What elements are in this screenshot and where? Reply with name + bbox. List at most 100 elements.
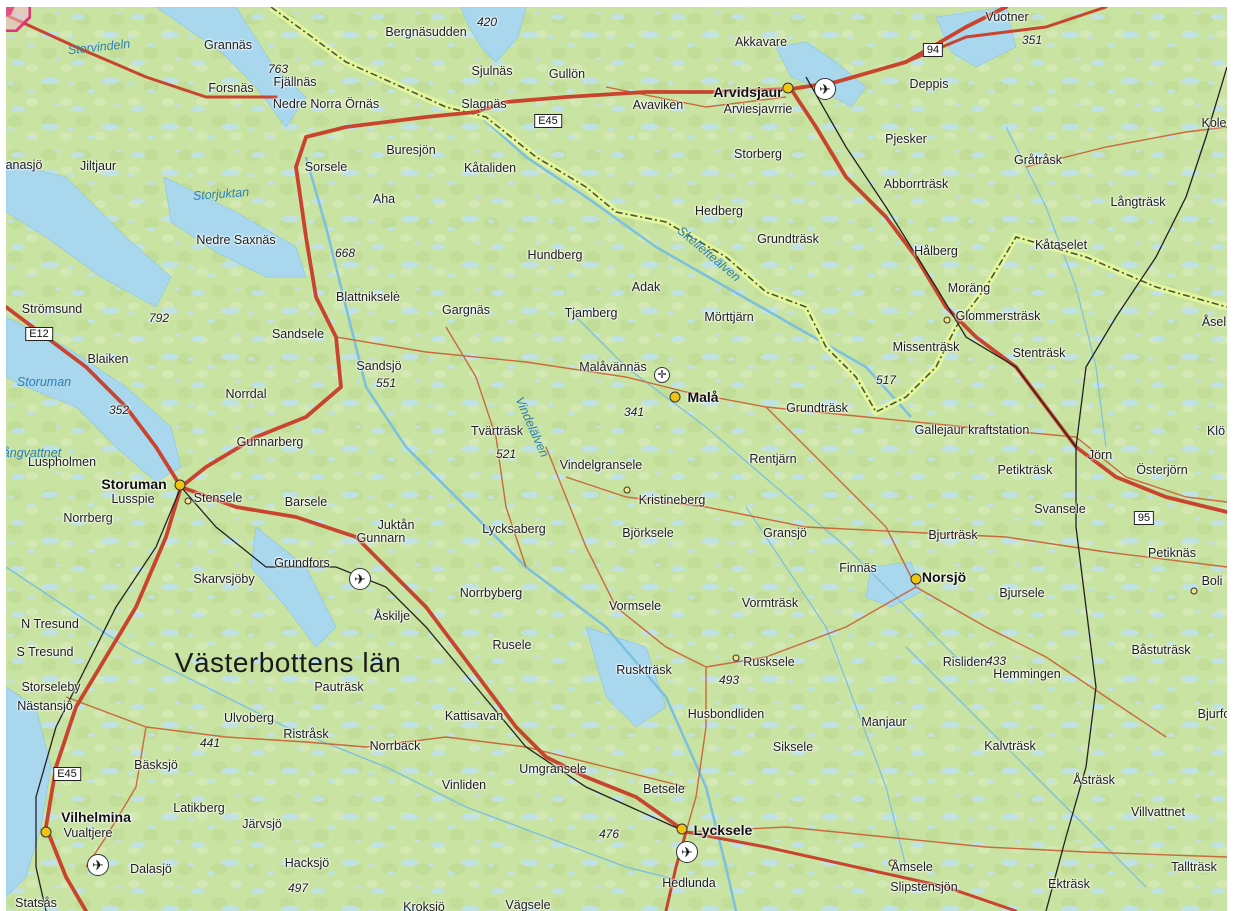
place-label[interactable]: Barsele <box>284 495 328 509</box>
place-label[interactable]: Akkavare <box>734 35 788 49</box>
town-label[interactable]: Storuman <box>101 476 167 492</box>
airport-icon[interactable]: ✈ <box>676 841 698 863</box>
place-label[interactable]: Kristineberg <box>638 493 706 507</box>
place-label[interactable]: S Tresund <box>16 645 74 659</box>
place-label[interactable]: Gransjö <box>763 526 807 540</box>
place-label[interactable]: Gargnäs <box>442 303 490 317</box>
place-label[interactable]: Bergnäsudden <box>385 25 467 39</box>
place-label[interactable]: Manjaur <box>861 715 907 729</box>
place-label[interactable]: Tallträsk <box>1171 860 1217 874</box>
place-label[interactable]: Blaiken <box>87 352 129 366</box>
place-label[interactable]: Storberg <box>734 147 782 161</box>
airport-icon[interactable]: ✈ <box>349 568 371 590</box>
place-label[interactable]: Vägsele <box>505 898 551 911</box>
place-label[interactable]: Björksele <box>622 526 674 540</box>
place-label[interactable]: Jiltjaur <box>79 159 117 173</box>
place-label[interactable]: Kattisavan <box>444 709 504 723</box>
place-label[interactable]: Klö <box>1206 424 1226 438</box>
place-label[interactable]: Hemmingen <box>993 667 1061 681</box>
place-label[interactable]: Åsträsk <box>1073 773 1115 787</box>
place-label[interactable]: Grundträsk <box>757 232 819 246</box>
place-label[interactable]: Luspholmen <box>27 455 97 469</box>
town-label[interactable]: Arvidsjaur <box>713 84 783 100</box>
place-label[interactable]: Rusksele <box>743 655 795 669</box>
place-label[interactable]: Stensele <box>193 491 243 505</box>
place-label[interactable]: Tjamberg <box>564 306 618 320</box>
place-label[interactable]: Norrberg <box>63 511 113 525</box>
place-label[interactable]: Norrdal <box>225 387 267 401</box>
place-label[interactable]: Ekträsk <box>1048 877 1090 891</box>
place-label[interactable]: Storseleby <box>21 680 81 694</box>
place-label[interactable]: Stenträsk <box>1012 346 1066 360</box>
place-label[interactable]: Gallejaur kraftstation <box>914 423 1030 437</box>
place-label[interactable]: anasjö <box>6 158 43 172</box>
place-label[interactable]: Juktån <box>377 518 415 532</box>
airfield-icon[interactable]: ✛ <box>654 367 670 383</box>
place-label[interactable]: Finnäs <box>839 561 877 575</box>
place-label[interactable]: Bjurträsk <box>928 528 978 542</box>
airport-icon[interactable]: ✈ <box>87 854 109 876</box>
place-label[interactable]: Sandsele <box>271 327 325 341</box>
place-label[interactable]: Ruskträsk <box>616 663 672 677</box>
place-label[interactable]: Åskilje <box>373 609 411 623</box>
place-label[interactable]: Fjällnäs <box>273 75 317 89</box>
place-label[interactable]: Båstuträsk <box>1131 643 1191 657</box>
place-label[interactable]: Vinliden <box>441 778 487 792</box>
place-label[interactable]: Rusele <box>492 638 532 652</box>
place-label[interactable]: Grannäs <box>204 38 252 52</box>
place-label[interactable]: Petiknäs <box>1148 546 1196 560</box>
place-label[interactable]: Adak <box>631 280 661 294</box>
place-label[interactable]: Bjursele <box>999 586 1045 600</box>
place-label[interactable]: Dalasjö <box>130 862 172 876</box>
place-label[interactable]: Vualtjere <box>63 826 113 840</box>
place-label[interactable]: Sandsjö <box>356 359 402 373</box>
place-label[interactable]: Glommersträsk <box>955 309 1041 323</box>
airport-icon[interactable]: ✈ <box>814 78 836 100</box>
place-label[interactable]: Nedre Saxnäs <box>196 233 276 247</box>
place-label[interactable]: Statsås <box>15 896 57 910</box>
place-label[interactable]: Vormsele <box>608 599 662 613</box>
place-label[interactable]: Svansele <box>1034 502 1086 516</box>
place-label[interactable]: Umgransele <box>519 762 587 776</box>
place-label[interactable]: Norrbyberg <box>459 586 523 600</box>
place-label[interactable]: Kroksjö <box>403 900 445 911</box>
place-label[interactable]: Vormträsk <box>741 596 799 610</box>
place-label[interactable]: Abborrträsk <box>883 177 949 191</box>
place-label[interactable]: Rentjärn <box>749 452 797 466</box>
place-label[interactable]: Aha <box>372 192 396 206</box>
place-label[interactable]: Nedre Norra Örnäs <box>272 97 380 111</box>
place-label[interactable]: Bjurfo <box>1197 707 1227 721</box>
place-label[interactable]: Vindelgransele <box>559 458 643 472</box>
place-label[interactable]: Villvattnet <box>1131 805 1185 819</box>
town-label[interactable]: Lycksele <box>693 822 753 838</box>
place-label[interactable]: Hundberg <box>527 248 583 262</box>
place-label[interactable]: Skarvsjöby <box>193 572 255 586</box>
place-label[interactable]: Siksele <box>772 740 814 754</box>
place-label[interactable]: Kole <box>1201 116 1227 130</box>
place-label[interactable]: Långträsk <box>1110 195 1166 209</box>
place-label[interactable]: Bäsksjö <box>134 758 178 772</box>
place-label[interactable]: Grundfors <box>274 556 330 570</box>
place-label[interactable]: Tvärträsk <box>470 424 524 438</box>
place-label[interactable]: Deppis <box>909 77 949 91</box>
place-label[interactable]: Mörttjärn <box>704 310 754 324</box>
map-view[interactable]: E45 E45 E12 94 95 ✈ ✈ ✈ ✈ ✛ Västerbotten… <box>6 7 1227 911</box>
town-label[interactable]: Norsjö <box>921 569 967 585</box>
place-label[interactable]: Missenträsk <box>892 340 960 354</box>
place-label[interactable]: Moräng <box>947 281 991 295</box>
place-label[interactable]: Kåtaselet <box>1034 238 1088 252</box>
place-label[interactable]: Österjörn <box>1136 463 1188 477</box>
place-label[interactable]: Latikberg <box>173 801 225 815</box>
place-label[interactable]: Malåvännäs <box>579 360 647 374</box>
place-label[interactable]: Nästansjö <box>17 699 73 713</box>
place-label[interactable]: Gunnarberg <box>236 435 304 449</box>
place-label[interactable]: Sjulnäs <box>471 64 513 78</box>
place-label[interactable]: Hedlunda <box>662 876 716 890</box>
location-marker[interactable] <box>6 7 31 32</box>
place-label[interactable]: Åsel <box>1201 315 1227 329</box>
place-label[interactable]: Lusspie <box>111 492 155 506</box>
place-label[interactable]: Åmsele <box>891 860 933 874</box>
place-label[interactable]: Kåtaliden <box>463 161 517 175</box>
place-label[interactable]: Lycksaberg <box>482 522 546 536</box>
place-label[interactable]: Pjesker <box>885 132 927 146</box>
